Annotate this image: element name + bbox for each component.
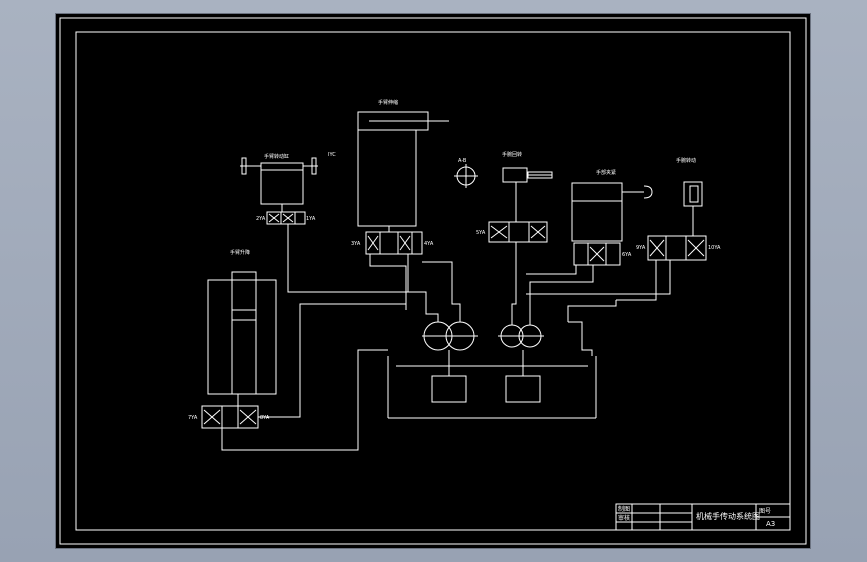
label-swing: 手腕回转 [502, 151, 522, 158]
oil-tank [387, 350, 597, 419]
valve-grip [573, 242, 621, 266]
label-gripper: 手部夹紧 [596, 169, 616, 176]
label-valve-lower: 7YA [188, 415, 198, 421]
tb-title: 机械手传动系统图 [696, 511, 760, 521]
pump-left [422, 321, 478, 351]
valve-wrist [647, 235, 707, 261]
outer-border [59, 17, 807, 545]
valve-swing [488, 221, 548, 243]
label-arm-raise: 手臂升降 [230, 249, 250, 256]
label-valve-main-a: 3YA [351, 241, 361, 247]
label-valve-lower-b: 8YA [260, 415, 270, 421]
label-valve-wrist: 9YA [636, 245, 646, 251]
label-small: IYC [328, 152, 336, 158]
label-lift: 手臂伸缩 [378, 99, 398, 106]
tb-row2-left: 审核 [618, 514, 630, 522]
wrist-swing [502, 167, 553, 222]
tb-size: A3 [766, 520, 775, 528]
valve-rotation [266, 211, 306, 225]
label-rotation-cylinder: 手臂转动缸 [264, 153, 289, 160]
valve-lower [201, 405, 259, 429]
label-valve-main-b: 4YA [424, 241, 434, 247]
hydraulic-schematic: 手臂转动缸 IYC 手臂伸缩 手腕回转 手部夹紧 手腕转动 手臂升降 A-B 2… [59, 17, 807, 545]
lower-cylinder [207, 271, 277, 395]
inner-border [75, 31, 791, 531]
title-block [615, 503, 791, 531]
drawing-sheet: 手臂转动缸 IYC 手臂伸缩 手腕回转 手部夹紧 手腕转动 手臂升降 A-B 2… [56, 14, 810, 548]
arm-lift-cylinder [357, 111, 449, 232]
label-valve-swing: 5YA [476, 230, 486, 236]
gripper-cylinder [571, 182, 653, 242]
tb-sheet-code: 图号 [759, 508, 771, 515]
pressure-gauge [454, 164, 478, 188]
label-wrist-rotate: 手腕转动 [676, 157, 696, 164]
label-valve-grip: 6YA [622, 252, 632, 258]
rotation-cylinder [240, 157, 318, 212]
wrist-rotate [683, 181, 703, 236]
piping [221, 224, 671, 451]
label-ab: A-B [458, 158, 467, 164]
tb-row1-left: 制图 [618, 505, 630, 513]
label-valve-left-a: 2YA [256, 216, 266, 222]
label-valve-left-b: 1YA [306, 216, 316, 222]
label-valve-wrist-b: 10YA [708, 245, 721, 251]
valve-main [365, 231, 423, 255]
pump-right [498, 324, 544, 348]
